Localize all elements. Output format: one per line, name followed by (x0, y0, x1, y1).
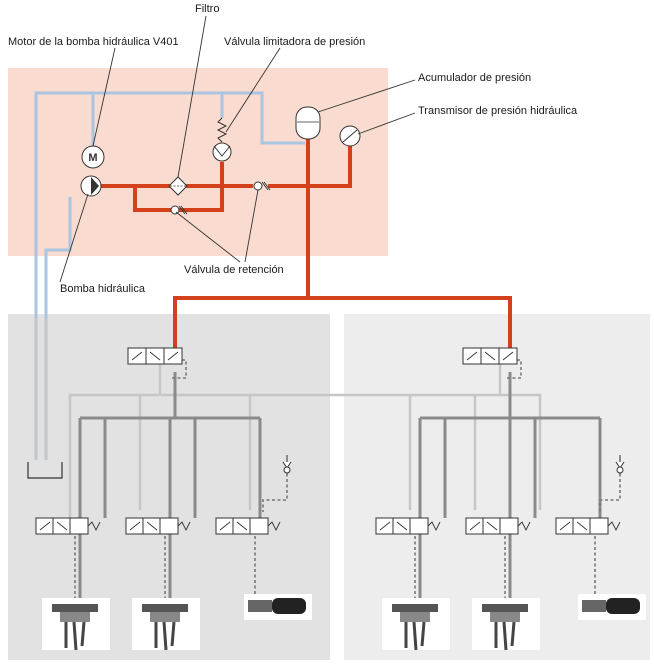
pressure-transmitter-icon (339, 125, 361, 147)
check-valve-icon (170, 205, 188, 215)
actuator-valve-icon (125, 517, 191, 535)
directional-valve-icon (127, 347, 183, 365)
actuator-valve-icon (35, 517, 101, 535)
check-valve-icon (615, 455, 625, 476)
actuator-valve-icon (465, 517, 531, 535)
leader-lines (59, 15, 416, 283)
directional-valve-icon (462, 347, 518, 365)
pilot-lines (74, 359, 621, 598)
label-acumulador: Acumulador de presión (418, 72, 531, 84)
clutch-actuator-icon (244, 594, 312, 620)
clutch-actuator-icon (578, 594, 646, 620)
actuator-valve-icon (555, 517, 621, 535)
label-bomba: Bomba hidráulica (60, 283, 146, 295)
reservoir-icon (27, 462, 63, 479)
gear-actuator-icon (132, 598, 200, 651)
return-lines-actuators (34, 318, 542, 530)
working-lines (78, 372, 602, 598)
label-motor: Motor de la bomba hidráulica V401 (8, 36, 179, 48)
label-valvula-limitadora: Válvula limitadora de presión (224, 36, 365, 48)
gear-actuator-icon (472, 598, 540, 651)
filter-icon (168, 176, 188, 196)
pump-icon (80, 175, 102, 197)
gear-actuator-icon (382, 598, 450, 651)
motor-icon: M (81, 145, 105, 169)
actuator-valve-icon (375, 517, 441, 535)
label-filtro: Filtro (195, 3, 219, 15)
label-transmisor: Transmisor de presión hidráulica (418, 105, 578, 117)
pressure-relief-valve-icon (212, 117, 232, 162)
gear-actuator-icon (42, 598, 110, 651)
label-valvula-retencion: Válvula de retención (184, 264, 284, 276)
actuator-valve-icon (215, 517, 281, 535)
motor-letter: M (88, 152, 97, 164)
check-valve-icon (282, 455, 292, 476)
pressure-lines (100, 138, 512, 348)
hydraulic-unit-panel (8, 68, 388, 256)
pressure-accumulator-icon (295, 106, 321, 140)
